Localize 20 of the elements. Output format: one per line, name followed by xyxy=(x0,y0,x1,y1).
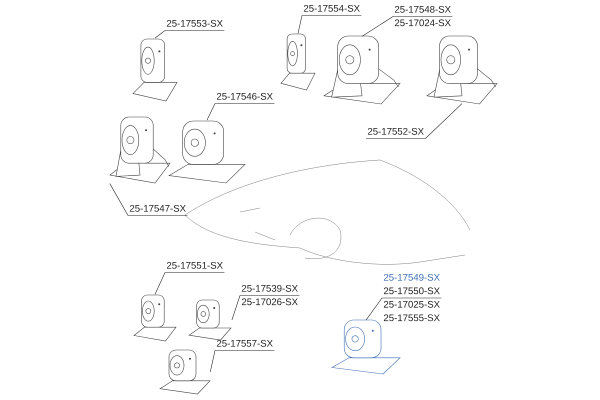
leader-line xyxy=(210,350,216,372)
part-number-label: 25-17546-SX xyxy=(214,92,275,104)
leader-line xyxy=(425,103,462,139)
leader-line xyxy=(206,103,216,120)
part-number-label: 25-17552-SX xyxy=(366,128,426,139)
leader-line xyxy=(298,15,302,34)
part-number-label: 25-17539-SX 25-17026-SX xyxy=(240,284,300,306)
part-number-label: 25-17549-SX 25-17550-SX 25-17025-SX 25-17555-SX xyxy=(382,274,442,322)
part-number-label: 25-17551-SX xyxy=(164,262,225,273)
part-number-label: 25-17557-SX xyxy=(214,340,275,351)
leader-line xyxy=(109,183,128,216)
part-number-label: 25-17554-SX xyxy=(302,4,362,16)
leader-line xyxy=(362,16,394,37)
part-number-label: 25-17553-SX xyxy=(164,20,225,31)
leader-line xyxy=(154,30,166,38)
part-number-label: 25-17547-SX xyxy=(128,204,188,216)
leader-line xyxy=(154,272,166,295)
leader-line xyxy=(366,298,382,320)
part-number-label: 25-17548-SX 25-17024-SX xyxy=(392,6,453,26)
leader-line xyxy=(232,295,240,320)
